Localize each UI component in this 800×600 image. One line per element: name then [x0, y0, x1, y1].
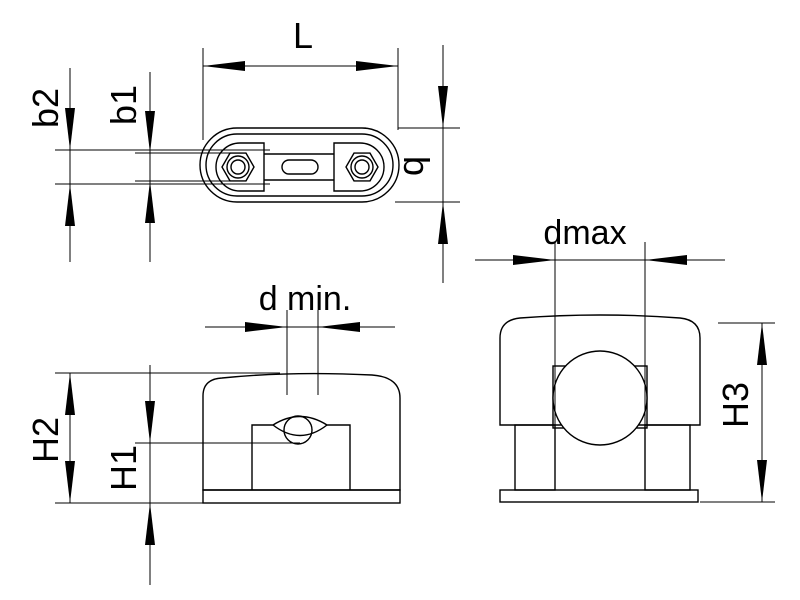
label-H3: H3	[715, 382, 756, 428]
dimension-dmax-arrow-left	[513, 255, 555, 265]
dimension-H2	[55, 372, 280, 504]
label-b2: b2	[25, 88, 66, 128]
front-view-max-pipe	[552, 350, 648, 446]
left-bolt-outer-circle	[226, 155, 250, 179]
top-view-outer-outline	[199, 127, 400, 203]
top-view	[199, 127, 400, 203]
left-bolt-inner-circle	[230, 159, 246, 175]
dimension-b-arrow-bottom	[438, 202, 448, 244]
dimension-b2	[55, 68, 270, 262]
front-view-min-pipe	[283, 415, 313, 445]
front-view-min	[202, 372, 401, 504]
front-view-min-cutout	[251, 415, 351, 490]
dimension-L-arrow-left	[203, 61, 245, 71]
dimension-H1	[135, 365, 300, 585]
front-view-min-eye	[272, 424, 328, 437]
label-H1: H1	[103, 445, 144, 491]
label-dmax: dmax	[543, 214, 626, 252]
front-view-min-base-plate	[202, 489, 401, 504]
right-bolt-inner-circle	[354, 159, 370, 175]
dimension-H1-arrow-bottom	[145, 503, 155, 545]
dimension-b-arrow-top	[438, 86, 448, 128]
dimension-b2-arrow-bottom	[65, 184, 75, 226]
dimension-b1-arrow-top	[145, 111, 155, 153]
front-view-max-right-leg	[644, 424, 691, 491]
dimension-H2-arrow-top	[65, 373, 75, 415]
dimension-dmin-arrow-right	[318, 322, 360, 332]
label-dmin: d min.	[259, 280, 352, 318]
top-view-left-jaw	[215, 142, 265, 192]
front-view-max	[499, 314, 701, 503]
front-view-max-base-plate	[499, 489, 699, 503]
dimension-L	[202, 48, 399, 140]
label-L: L	[293, 15, 313, 56]
right-bolt-outer-circle	[350, 155, 374, 179]
front-view-max-left-leg	[514, 424, 556, 491]
top-view-strap	[264, 153, 334, 181]
dimension-H3-arrow-top	[757, 323, 767, 365]
dimension-b1-arrow-bottom	[145, 181, 155, 223]
dimension-b	[395, 45, 460, 283]
dimension-b1	[135, 72, 230, 262]
top-view-strap-slot	[281, 159, 319, 175]
dimension-b2-arrow-top	[65, 108, 75, 150]
dimension-H3	[700, 322, 775, 503]
dimension-H2-arrow-bottom	[65, 461, 75, 503]
label-b1: b1	[103, 85, 144, 125]
dimension-dmin-arrow-left	[245, 322, 287, 332]
front-view-max-body	[499, 314, 701, 426]
dimension-dmax	[475, 242, 725, 490]
dimension-dmax-arrow-right	[645, 255, 687, 265]
top-view-right-jaw	[333, 142, 385, 192]
front-view-min-body	[202, 372, 401, 491]
dimension-dmin	[205, 310, 395, 395]
dimension-L-arrow-right	[356, 61, 398, 71]
dimension-labels: L b2 b1 b dmax d min. H2 H1 H3	[25, 15, 756, 491]
label-b: b	[396, 156, 437, 176]
dimension-H1-arrow-top	[145, 401, 155, 443]
dimension-H3-arrow-bottom	[757, 460, 767, 502]
label-H2: H2	[25, 417, 66, 463]
